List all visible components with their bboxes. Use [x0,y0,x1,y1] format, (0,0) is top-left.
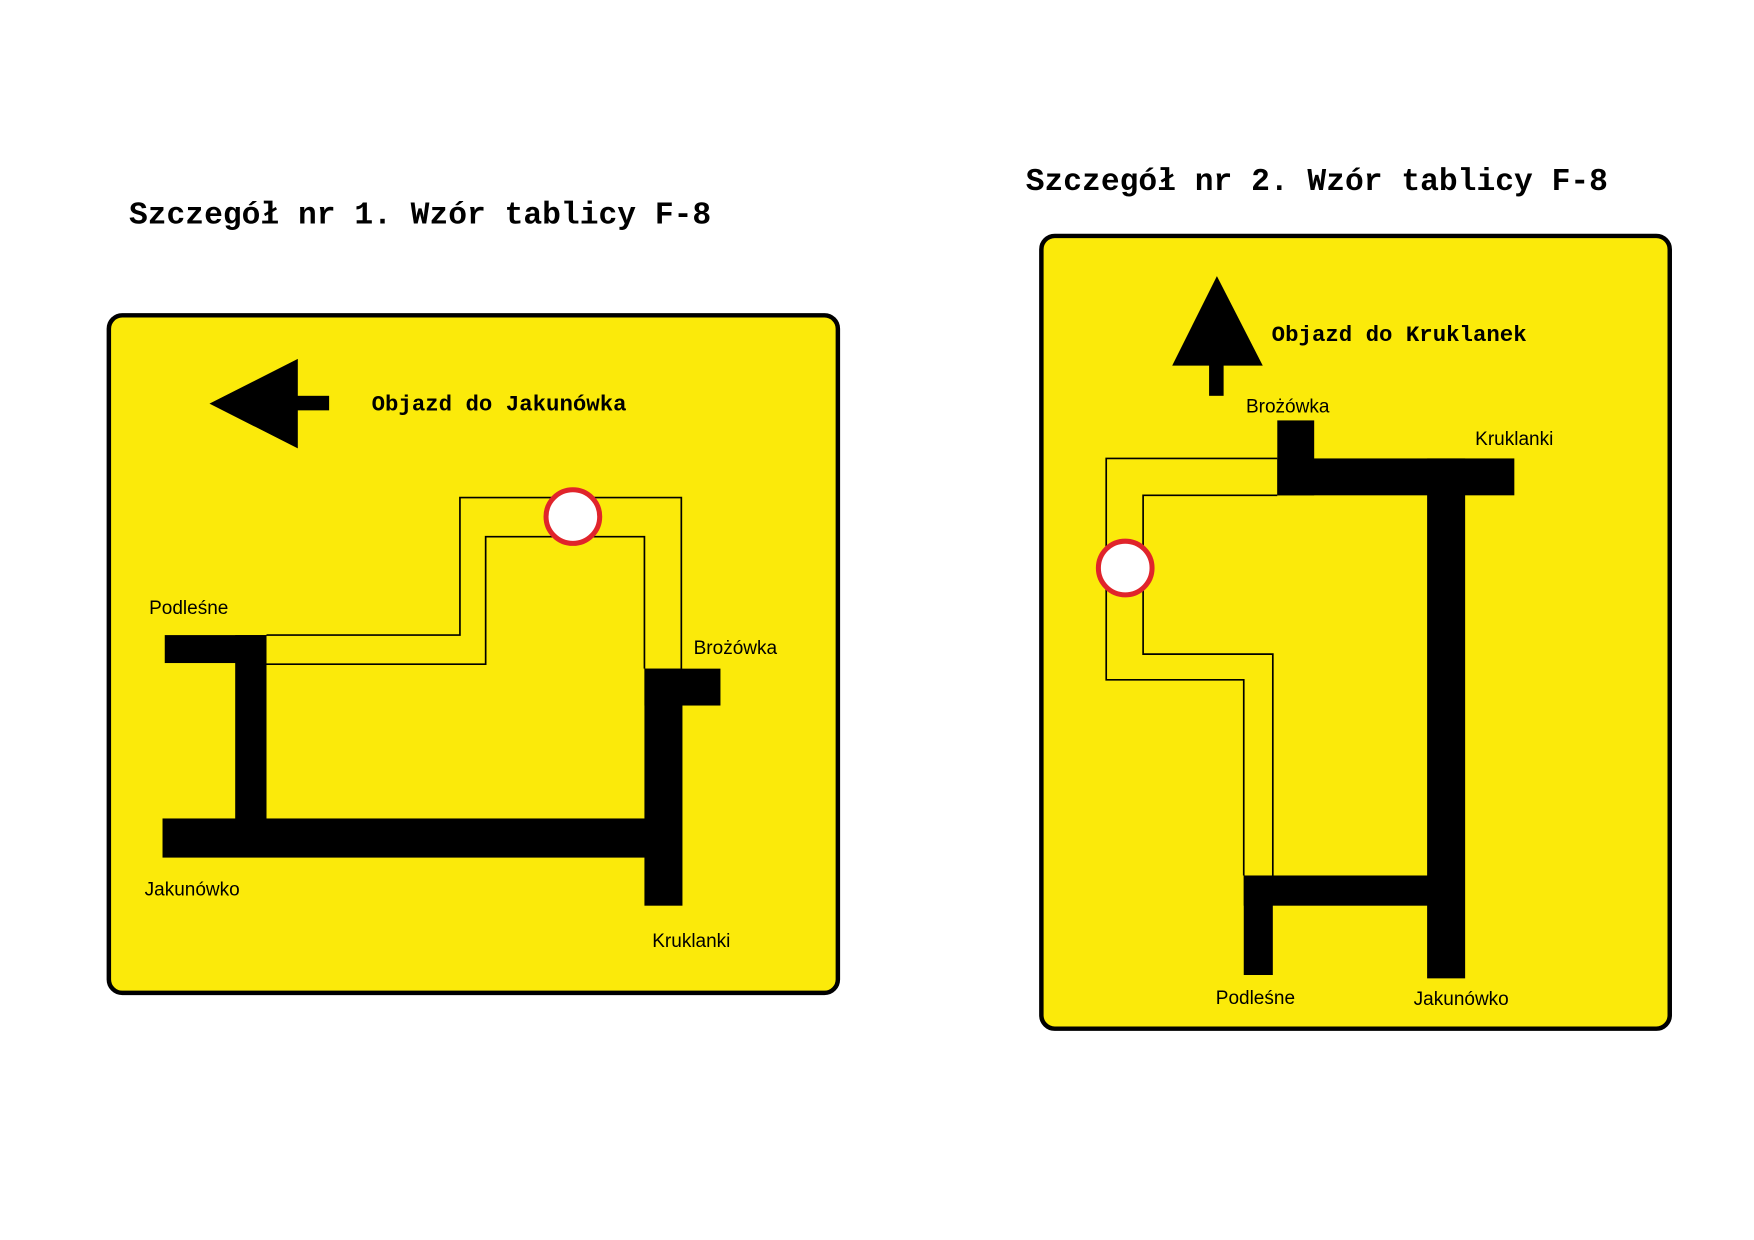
label-jakunowko: Jakunówko [145,880,240,901]
detour-route-2 [1105,457,1278,876]
arrow-up-icon [1172,276,1263,396]
sign-2-heading: Objazd do Kruklanek [1272,322,1527,348]
roads-1 [162,635,721,906]
label-podlesne: Podleśne [149,598,228,619]
label-podlesne: Podleśne [1216,988,1295,1009]
detail-1-title: Szczegół nr 1. Wzór tablicy F-8 [129,199,711,234]
road-closed-sign-icon [1095,538,1155,598]
f8-sign-2 [1039,233,1672,1031]
detail-2: Szczegół nr 2. Wzór tablicy F-8 Objazd d… [1026,165,1672,1031]
sign-1-heading: Objazd do Jakunówka [372,391,627,417]
detail-2-title: Szczegół nr 2. Wzór tablicy F-8 [1026,165,1608,200]
label-brozowka: Brożówka [1246,397,1330,418]
roads-2 [1243,420,1515,979]
label-jakunowko: Jakunówko [1414,989,1509,1010]
label-kruklanki: Kruklanki [652,931,730,952]
detour-route-1 [266,496,683,669]
road-closed-sign-icon [543,487,603,546]
label-kruklanki: Kruklanki [1475,429,1553,450]
arrow-left-icon [209,358,330,449]
detail-1: Szczegół nr 1. Wzór tablicy F-8 Objazd d… [106,199,841,996]
label-brozowka: Brożówka [694,638,778,659]
